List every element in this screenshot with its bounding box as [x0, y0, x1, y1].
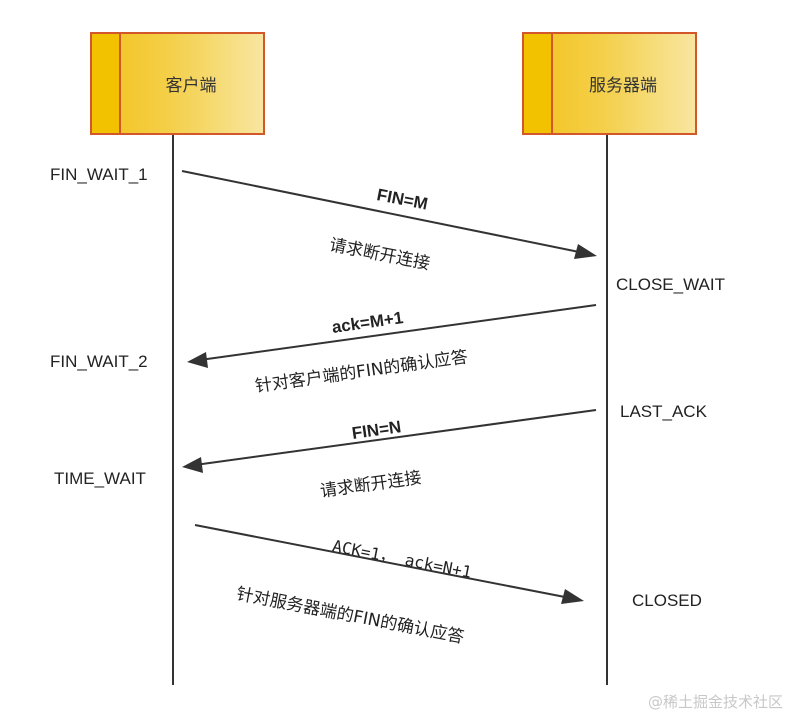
server-state-close-wait: CLOSE_WAIT	[616, 275, 725, 294]
arrow-ack-n1-head	[561, 589, 584, 604]
server-box-stripe	[524, 34, 553, 133]
arrow-fin-n-head	[182, 457, 203, 473]
arrow-ack-m1	[199, 304, 597, 361]
server-label: 服务器端	[589, 76, 657, 96]
server-state-last-ack: LAST_ACK	[620, 402, 707, 421]
server-state-closed: CLOSED	[632, 591, 702, 610]
client-state-time-wait: TIME_WAIT	[54, 469, 146, 488]
client-label: 客户端	[165, 76, 217, 96]
arrow-fin-m	[181, 170, 585, 254]
arrow-fin-n	[194, 409, 597, 466]
client-box-stripe	[92, 34, 121, 133]
arrow-fin-m-head	[574, 244, 597, 259]
client-box: 客户端	[90, 32, 265, 135]
server-box: 服务器端	[522, 32, 697, 135]
client-state-fin-wait-1: FIN_WAIT_1	[50, 165, 148, 184]
watermark: @稀土掘金技术社区	[647, 693, 783, 711]
client-state-fin-wait-2: FIN_WAIT_2	[50, 352, 148, 371]
arrow-ack-n1	[194, 524, 571, 599]
arrow-ack-m1-head	[187, 352, 208, 368]
